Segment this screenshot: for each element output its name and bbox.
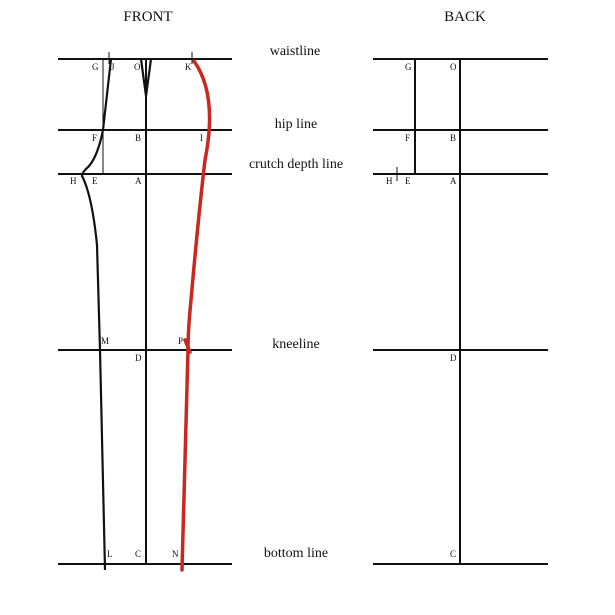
front-point-m: M (101, 336, 109, 346)
front-point-d: D (135, 353, 142, 363)
back-point-d: D (450, 353, 457, 363)
back-point-b: B (450, 133, 456, 143)
front-side-seam-knee-mark (183, 338, 192, 354)
front-point-i: I (200, 133, 203, 143)
front-point-a: A (135, 176, 142, 186)
front-heading: FRONT (123, 9, 172, 25)
back-heading: BACK (444, 9, 486, 25)
front-waist-dart (139, 58, 153, 97)
kneeline-label: kneeline (272, 337, 319, 352)
back-point-a: A (450, 176, 457, 186)
back-point-o: O (450, 62, 457, 72)
front-point-k: K (185, 62, 192, 72)
front-point-c: C (135, 549, 141, 559)
back-point-g: G (405, 62, 412, 72)
front-point-f: F (92, 133, 97, 143)
back-point-h: H (386, 176, 393, 186)
bottom-line-label: bottom line (264, 546, 328, 561)
front-point-e: E (92, 176, 98, 186)
front-point-b: B (135, 133, 141, 143)
crutch-depth-line-label: crutch depth line (249, 157, 343, 172)
back-point-c: C (450, 549, 456, 559)
front-point-j: J (111, 62, 115, 72)
front-inseam-outline (80, 58, 113, 571)
hip-line-label: hip line (275, 117, 317, 132)
back-point-e: E (405, 176, 411, 186)
front-point-p: P (178, 336, 183, 346)
front-point-o: O (134, 62, 141, 72)
front-point-l: L (107, 549, 113, 559)
back-point-f: F (405, 133, 410, 143)
front-point-g: G (92, 62, 99, 72)
front-side-seam (180, 59, 212, 572)
front-point-n: N (172, 549, 179, 559)
front-point-h: H (70, 176, 77, 186)
waistline-label: waistline (270, 44, 321, 59)
